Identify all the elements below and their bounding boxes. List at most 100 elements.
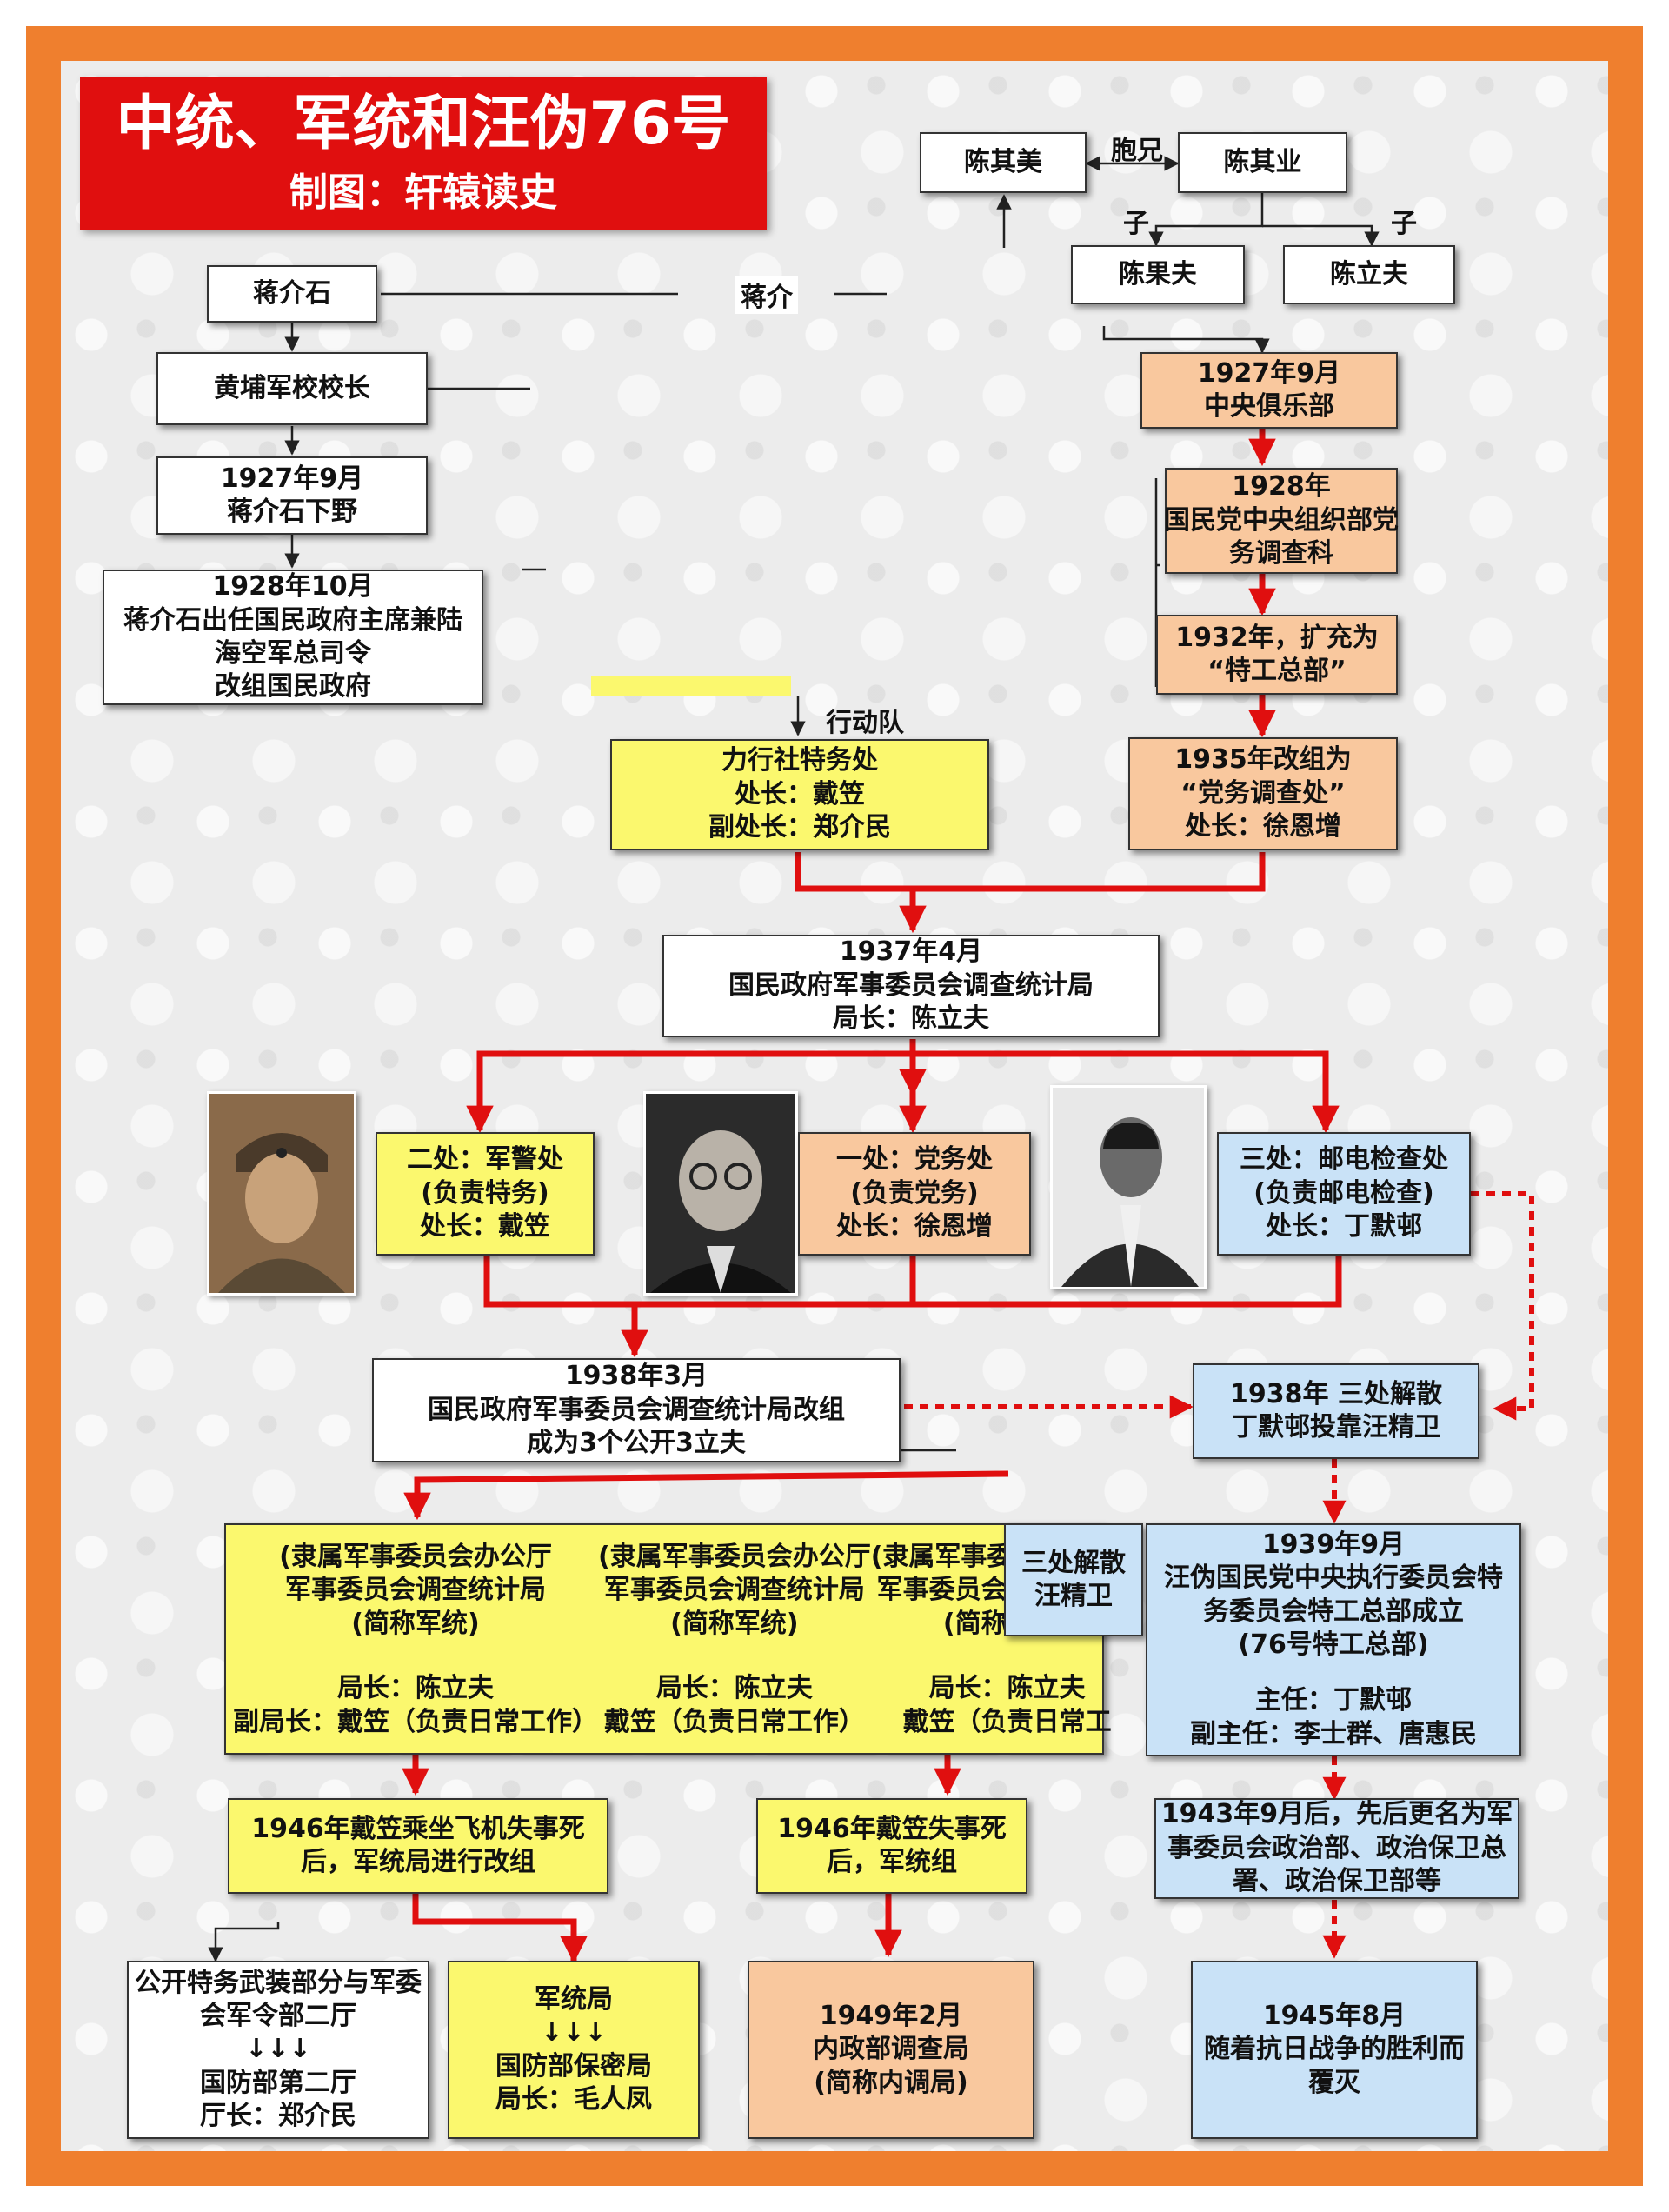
- node-line: 1939年9月: [1261, 1529, 1406, 1560]
- third-to-disband-dotted: [1471, 1191, 1534, 1421]
- node-line: (76号特工总部): [1238, 1629, 1429, 1660]
- node-line: (隶属军事委员会办公厅: [598, 1542, 871, 1572]
- node-line: 蒋介石下野: [227, 496, 357, 527]
- node-line: 中央俱乐部: [1204, 391, 1334, 422]
- node-line: 戴笠（负责日常工: [902, 1706, 1112, 1737]
- node-line: 署、政治保卫部等: [1233, 1866, 1441, 1897]
- node-end-1945: 1945年8月 随着抗日战争的胜利而 覆灭: [1191, 1961, 1478, 2139]
- node-line: (简称军统): [351, 1608, 480, 1639]
- node-party-office: 1935年改组为 “党务调查处” 处长：徐恩增: [1128, 737, 1398, 850]
- node-line: 局长：陈立夫: [655, 1673, 813, 1704]
- node-line: 三处：邮电检查处: [1240, 1144, 1448, 1176]
- node-chiang: 蒋介石: [207, 265, 377, 323]
- node-line: 国防部保密局: [495, 2050, 652, 2082]
- node-chen-qiye: 陈其业: [1178, 132, 1347, 193]
- node-line: 处长：徐恩增: [836, 1211, 993, 1243]
- node-line: 汪精卫: [1034, 1581, 1113, 1611]
- node-secrecy-bureau: 军统局 ↓↓↓ 国防部保密局 局长：毛人凤: [448, 1961, 700, 2139]
- node-line: 1927年9月: [220, 463, 364, 494]
- node-line: 主任：丁默邨: [1255, 1685, 1412, 1716]
- label-son-2: 子: [1391, 209, 1417, 239]
- node-central-club: 1927年9月 中央俱乐部: [1140, 352, 1398, 429]
- node-line: 随着抗日战争的胜利而: [1204, 2034, 1465, 2065]
- node-line: 一处：党务处: [836, 1144, 993, 1176]
- node-line: 戴笠（负责日常工作）: [603, 1706, 865, 1737]
- node-line: 国防部第二厅: [200, 2067, 356, 2098]
- node-line: “特工总部”: [1207, 656, 1347, 686]
- node-bureaus-1938: (隶属军事委员会办公厅 军事委员会调查统计局 (简称军统) 局长：陈立夫 副局长…: [224, 1523, 1143, 1755]
- node-line: 丁默邨投靠汪精卫: [1232, 1412, 1440, 1442]
- node-line: 1928年10月: [212, 571, 374, 603]
- bureau-col-1: (隶属军事委员会办公厅 军事委员会调查统计局 (简称军统) 局长：陈立夫 副局长…: [233, 1525, 598, 1739]
- node-wang-76: 1939年9月 汪伪国民党中央执行委员会特 务委员会特工总部成立 (76号特工总…: [1146, 1523, 1521, 1756]
- title-banner: 中统、军统和汪伪76号 制图：轩辕读史: [80, 77, 767, 230]
- label-chiang-partial: 蒋介: [735, 276, 798, 314]
- node-line: 1943年9月后，先后更名为军: [1160, 1799, 1513, 1830]
- node-line: 务委员会特工总部成立: [1203, 1596, 1464, 1627]
- highlight-strip: [591, 676, 791, 696]
- node-line: (负责邮电检查): [1253, 1177, 1434, 1209]
- node-text: 陈立夫: [1330, 258, 1408, 290]
- left-to-defense-arrow: [208, 1922, 280, 1962]
- node-line: 局长：陈立夫: [833, 1003, 989, 1035]
- label-action-team: 行动队: [826, 708, 904, 738]
- node-line: 副局长：戴笠（负责日常工作）: [233, 1706, 598, 1737]
- node-line: 局长：毛人凤: [495, 2083, 652, 2115]
- node-line: 处长：戴笠: [420, 1211, 550, 1243]
- node-line: 1932年，扩充为: [1175, 622, 1379, 653]
- node-line: 覆灭: [1308, 2067, 1360, 2098]
- node-line: 副处长：郑介民: [708, 812, 891, 843]
- node-after-1946-b: 1946年戴笠失事死 后，军统组: [756, 1798, 1027, 1894]
- node-line: 海空军总司令: [215, 638, 371, 669]
- node-line: 1946年戴笠乘坐飞机失事死: [251, 1813, 585, 1844]
- node-text: 陈其美: [964, 146, 1042, 177]
- bureau-col-2: (隶属军事委员会办公厅 军事委员会调查统计局 (简称军统) 局长：陈立夫 戴笠（…: [598, 1525, 871, 1739]
- node-line: 局长：陈立夫: [928, 1673, 1086, 1704]
- node-line: 处长：徐恩增: [1185, 811, 1341, 843]
- node-chen-guofu: 陈果夫: [1071, 245, 1245, 304]
- node-line: 1949年2月: [819, 2000, 963, 2031]
- node-line: 1935年改组为: [1174, 744, 1352, 776]
- portrait-suit-icon: [1053, 1088, 1204, 1287]
- node-interior-1949: 1949年2月 内政部调查局 (简称内调局): [748, 1961, 1034, 2139]
- node-line: 蒋介石出任国民政府主席兼陆: [123, 604, 462, 636]
- node-line: 后，军统组: [827, 1847, 957, 1877]
- node-whampoa: 黄埔军校校长: [156, 352, 428, 425]
- node-line: (负责党务): [850, 1177, 979, 1209]
- node-line: 务调查科: [1229, 538, 1333, 570]
- node-line: 局长：陈立夫: [337, 1673, 494, 1704]
- node-line: 处长：戴笠: [735, 778, 865, 810]
- node-line: 军事委员会调查统计局: [603, 1575, 865, 1606]
- node-rename-1943: 1943年9月后，先后更名为军 事委员会政治部、政治保卫总 署、政治保卫部等: [1154, 1798, 1519, 1899]
- node-chiang-chair: 1928年10月 蒋介石出任国民政府主席兼陆 海空军总司令 改组国民政府: [103, 570, 483, 705]
- node-special-hq: 1932年，扩充为 “特工总部”: [1156, 615, 1398, 695]
- son-arrow-left: [1148, 191, 1264, 247]
- node-after-1946-a: 1946年戴笠乘坐飞机失事死 后，军统局进行改组: [228, 1798, 608, 1894]
- node-line: 内政部调查局: [813, 2034, 969, 2065]
- 1946a-to-secrecy-arrow: [412, 1889, 588, 1964]
- node-line: 1927年9月: [1197, 357, 1341, 389]
- down-arrows-icon: ↓↓↓: [541, 2017, 607, 2049]
- node-line: 1938年3月: [564, 1361, 708, 1392]
- node-lixingshe: 力行社特务处 处长：戴笠 副处长：郑介民: [610, 739, 989, 850]
- node-line: 会军令部二厅: [200, 2000, 356, 2031]
- node-chiang-resign: 1927年9月 蒋介石下野: [156, 456, 428, 535]
- page-title: 中统、军统和汪伪76号: [116, 90, 731, 158]
- node-line: “党务调查处”: [1180, 777, 1346, 809]
- node-line: 军事委员会调查统计局: [285, 1575, 546, 1606]
- node-line: (负责特务): [421, 1177, 549, 1209]
- node-line: 1945年8月: [1262, 2000, 1406, 2031]
- node-bureau-1937: 1937年4月 国民政府军事委员会调查统计局 局长：陈立夫: [662, 935, 1160, 1037]
- node-third-overlay: 三处解散 汪精卫: [1004, 1523, 1143, 1636]
- node-reorg-1938: 1938年3月 国民政府军事委员会调查统计局改组 成为3个公开3立夫: [372, 1358, 901, 1462]
- node-text: 黄埔军校校长: [214, 372, 370, 403]
- node-division-2: 二处：军警处 (负责特务) 处长：戴笠: [376, 1132, 595, 1256]
- node-line: 1946年戴笠失事死: [777, 1813, 1007, 1844]
- node-division-1: 一处：党务处 (负责党务) 处长：徐恩增: [798, 1132, 1031, 1256]
- node-line: 国民政府军事委员会调查统计局改组: [428, 1394, 845, 1425]
- node-org-dept: 1928年 国民党中央组织部党 务调查科: [1164, 468, 1399, 574]
- merge-to-1937-arrow: [795, 852, 1266, 892]
- photo-xu-enzeng: [643, 1091, 798, 1296]
- portrait-military-icon: [209, 1094, 354, 1293]
- node-line: 汪伪国民党中央执行委员会特: [1164, 1562, 1503, 1594]
